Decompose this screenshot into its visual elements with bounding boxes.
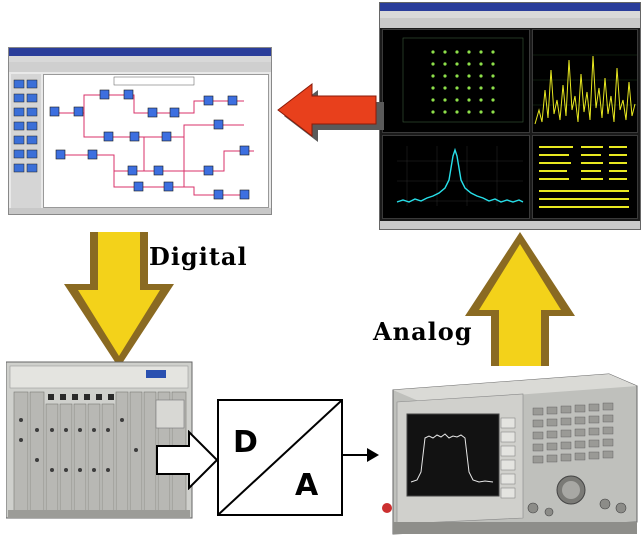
schematic-software-screenshot [8,47,272,215]
output-arrow-icon [156,430,219,490]
schematic-canvas [43,74,269,208]
signal-arrow-icon [341,448,379,462]
schematic-titlebar [9,48,271,56]
analyzer-toolbar [380,18,640,28]
analyzer-titlebar [380,3,640,11]
analog-label: Analog [373,317,473,346]
signal-instrument-image [382,373,638,535]
da-converter-block: D A [217,399,343,516]
schematic-menubar [9,56,271,62]
palette-icons [13,79,38,173]
spectrum-plot [396,146,524,206]
analog-up-arrow-icon [465,232,575,366]
digital-down-arrow-icon [64,232,174,368]
symbol-table-trace [532,135,638,219]
schematic-toolbar [9,62,271,72]
constellation-plot [402,37,524,123]
analyzer-statusbar [380,221,640,229]
constellation-trace [382,29,530,133]
da-analog-letter: A [295,468,319,503]
da-diagonal [219,401,341,514]
analyzer-menubar [380,11,640,18]
symbol-table [539,146,629,208]
signal-analyzer-screenshot [379,2,641,230]
vxi-mainframe-image [6,361,193,519]
schematic-diagram [49,76,254,200]
time-trace [532,29,638,133]
schematic-statusbar [9,208,271,214]
schematic-component-palette [11,74,41,208]
digital-label: Digital [149,242,248,271]
time-domain-plot [533,54,637,125]
feedback-arrow-icon [277,82,384,142]
da-digital-letter: D [233,425,258,460]
spectrum-trace [382,135,530,219]
